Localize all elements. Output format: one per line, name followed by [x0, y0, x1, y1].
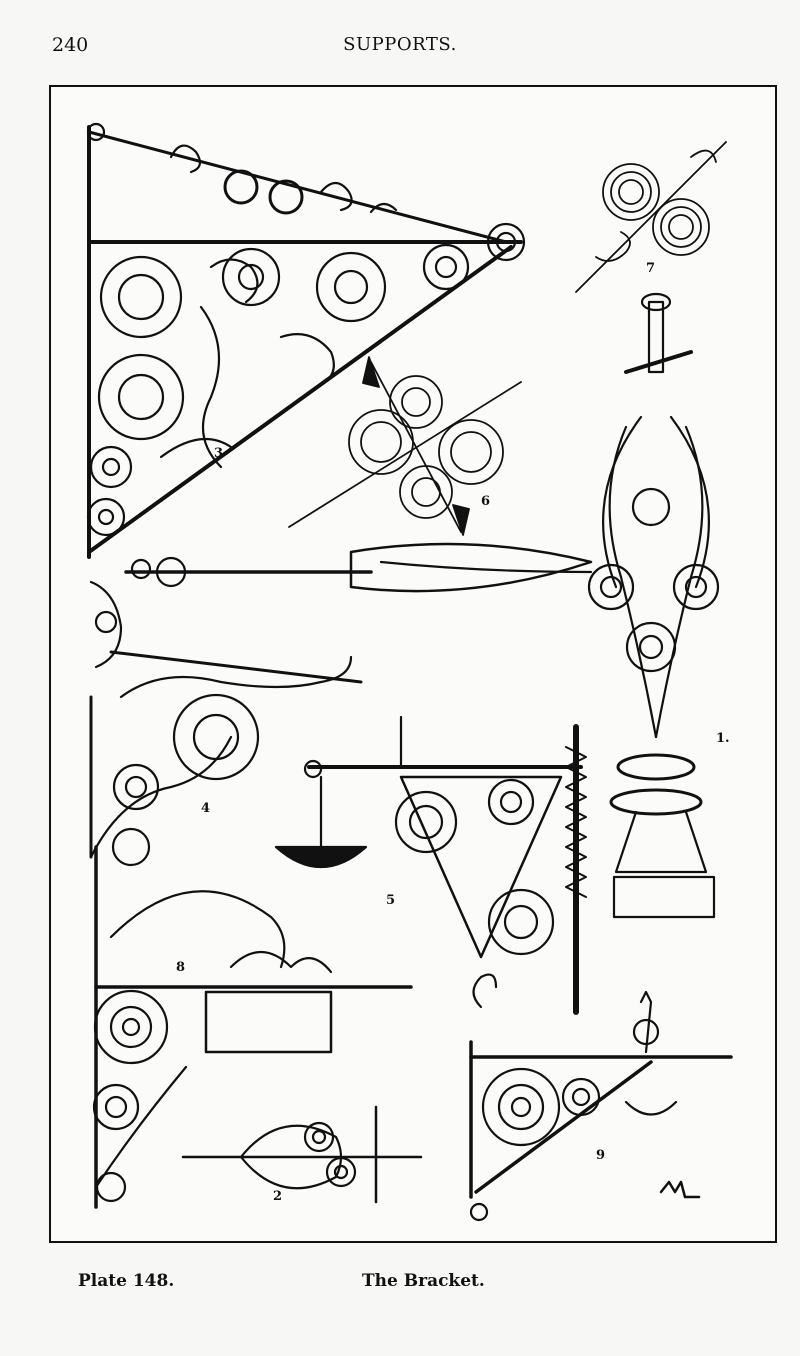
figure-9-bracket: 9: [469, 973, 733, 1222]
figure-7-number: 7: [646, 261, 655, 276]
plate-frame: 3 7 6: [49, 85, 777, 1243]
plate-caption: Plate 148. The Bracket.: [0, 1271, 800, 1301]
figure-4-bracket: 4: [89, 580, 363, 867]
running-title: SUPPORTS.: [343, 34, 457, 55]
figure-2-number: 2: [273, 1189, 282, 1204]
figure-6-knot: 6: [288, 356, 522, 536]
figure-8-number: 8: [176, 960, 185, 975]
figure-8-sign-bracket: 8: [92, 845, 413, 1209]
figure-6-number: 6: [481, 494, 490, 509]
figure-3-number: 3: [214, 446, 223, 461]
plate-title: The Bracket.: [362, 1271, 485, 1291]
page-header: 240 SUPPORTS.: [0, 30, 800, 60]
figure-2-bracket: 2: [181, 1105, 423, 1204]
figure-1-lantern-bracket: 1.: [124, 292, 730, 919]
figure-5-bracket: 5: [274, 715, 587, 1015]
figure-3-bracket: 3: [86, 122, 526, 559]
figure-9-number: 9: [596, 1148, 605, 1163]
figure-4-number: 4: [201, 801, 210, 816]
figure-1-number: 1.: [716, 731, 730, 746]
plate-label: Plate 148.: [78, 1271, 175, 1291]
figure-7-knot: 7: [575, 141, 727, 293]
plate-illustration: 3 7 6: [86, 122, 733, 1222]
page-number: 240: [52, 34, 89, 56]
figure-5-number: 5: [386, 893, 395, 908]
